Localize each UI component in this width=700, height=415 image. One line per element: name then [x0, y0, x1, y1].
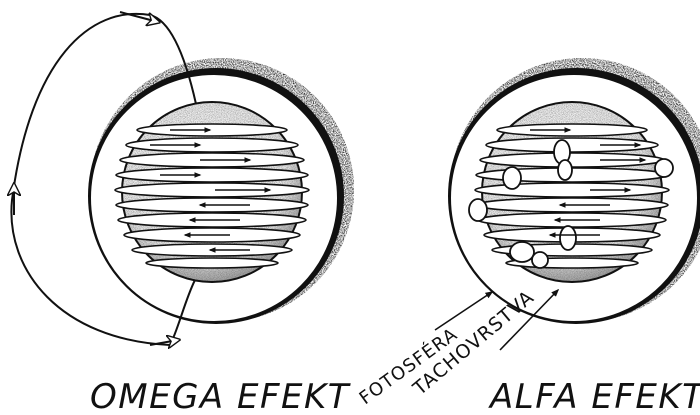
omega-effect-figure	[11, 12, 354, 345]
omega-effect-caption: OMEGA EFEKT	[90, 377, 351, 415]
alfa-effect-caption: ALFA EFEKT	[488, 377, 700, 415]
alfa-effect-figure	[435, 58, 700, 350]
